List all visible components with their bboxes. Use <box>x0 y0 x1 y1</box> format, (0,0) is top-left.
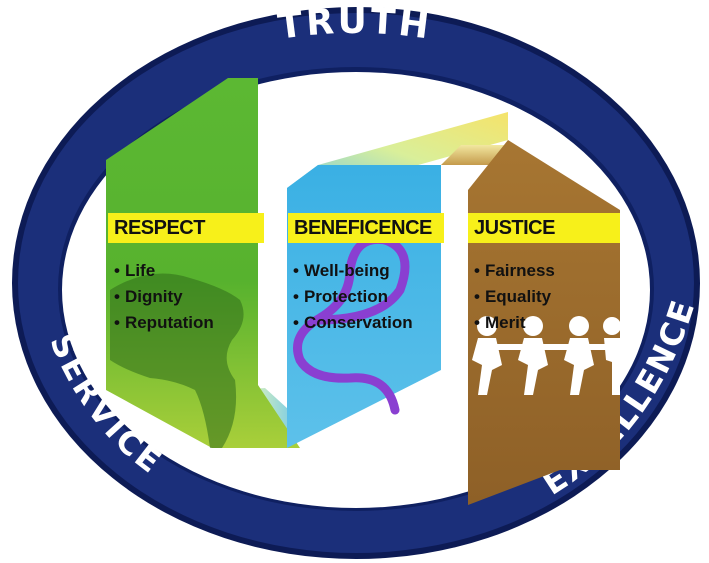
beneficence-header: BENEFICENCE <box>288 213 444 243</box>
list-item: Well-being <box>293 258 413 284</box>
beneficence-list: Well-being Protection Conservation <box>293 258 413 336</box>
justice-top <box>441 145 507 165</box>
list-item: Dignity <box>114 284 214 310</box>
list-item: Equality <box>474 284 555 310</box>
respect-header: RESPECT <box>108 213 264 243</box>
list-item: Conservation <box>293 310 413 336</box>
list-item: Protection <box>293 284 413 310</box>
list-item: Life <box>114 258 214 284</box>
respect-list: Life Dignity Reputation <box>114 258 214 336</box>
justice-list: Fairness Equality Merit <box>474 258 555 336</box>
list-item: Fairness <box>474 258 555 284</box>
list-item: Merit <box>474 310 555 336</box>
list-item: Reputation <box>114 310 214 336</box>
justice-header: JUSTICE <box>468 213 620 243</box>
ring-word-truth: TRUTH <box>276 1 435 48</box>
